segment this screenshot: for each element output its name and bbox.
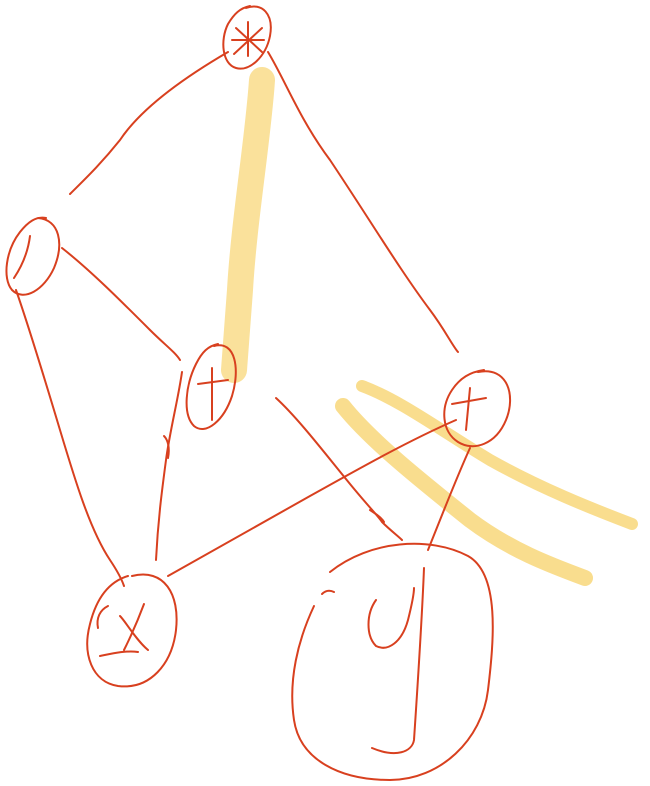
node-x: [86, 573, 178, 688]
edge-middle-y: [275, 397, 403, 541]
edge-top-left: [69, 51, 229, 195]
node-left: [5, 216, 61, 296]
edge-middle-x: [155, 371, 183, 561]
node-layer: [5, 5, 512, 781]
node-x-stub: [96, 605, 109, 629]
edge-top-right: [267, 51, 459, 353]
node-right-circle: [443, 369, 512, 448]
highlight-right-upper: [356, 380, 638, 530]
asterisk-icon: [231, 21, 265, 57]
edge-middle-x-tick: [163, 435, 170, 459]
plus-icon: [197, 367, 229, 421]
node-left-mark: [13, 235, 31, 279]
node-top-circle: [222, 5, 272, 70]
node-y-circle: [291, 542, 494, 781]
node-y-stub: [321, 589, 335, 595]
node-y: [291, 542, 494, 781]
node-middle-circle: [185, 343, 237, 431]
edge-left-middle: [61, 247, 181, 361]
x-letter-icon: [99, 603, 149, 657]
node-middle: [185, 343, 237, 431]
edge-layer: [15, 51, 471, 587]
edge-middle-y-tick: [369, 509, 385, 523]
highlight-layer: [221, 67, 638, 586]
plus-icon: [451, 387, 487, 431]
edge-right-x: [167, 419, 457, 577]
y-letter-icon: [367, 567, 425, 755]
edge-left-x: [15, 289, 125, 587]
node-right: [443, 369, 512, 448]
node-x-circle: [86, 573, 178, 688]
highlight-right-lower: [335, 398, 593, 586]
node-left-circle: [5, 216, 61, 296]
node-top: [222, 5, 272, 70]
highlight-top-middle: [221, 67, 275, 383]
edge-right-y: [427, 447, 471, 551]
